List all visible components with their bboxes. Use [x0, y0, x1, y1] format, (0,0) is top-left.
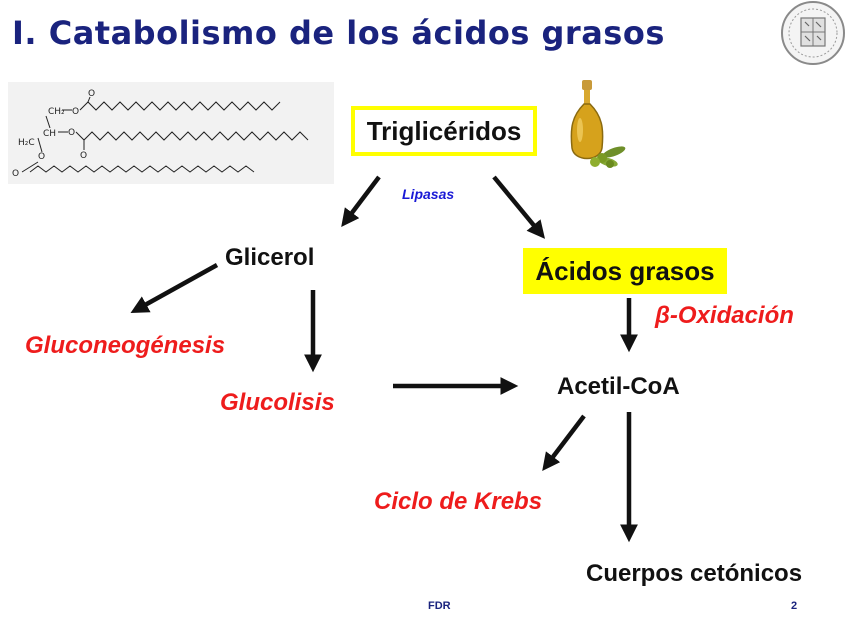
ch-label: CH [43, 129, 56, 139]
arrow-tri-to-glicerol [341, 175, 381, 228]
h2c-label: H₂C [18, 138, 35, 148]
node-acetil-coa: Acetil-CoA [557, 373, 680, 400]
footer-author: FDR [428, 600, 451, 612]
arrow-tri-to-acidos [492, 175, 546, 239]
label-beta-oxidacion: β-Oxidación [655, 302, 794, 329]
svg-text:O: O [72, 107, 79, 117]
node-acidos-grasos: Ácidos grasos [523, 248, 727, 294]
triglyceride-structure-image: CH₂ CH H₂C O O O O O O [8, 82, 334, 184]
svg-text:O: O [38, 152, 45, 162]
node-glucolisis: Glucolisis [220, 389, 335, 416]
node-glicerol: Glicerol [225, 244, 315, 271]
svg-text:O: O [88, 89, 95, 99]
slide-title: I. Catabolismo de los ácidos grasos [12, 14, 665, 52]
svg-text:O: O [68, 128, 75, 138]
university-seal-icon [781, 1, 845, 65]
label-lipasas: Lipasas [402, 186, 455, 202]
node-cuerpos-cetonicos: Cuerpos cetónicos [586, 560, 803, 587]
arrow-acetilcoa-to-krebs [542, 414, 586, 472]
svg-text:O: O [80, 151, 87, 161]
node-gluconeogenesis: Gluconeogénesis [25, 332, 226, 359]
ch2-label: CH₂ [48, 107, 65, 117]
svg-text:O: O [12, 169, 19, 179]
olive-oil-bottle-icon [570, 80, 626, 168]
arrow-glicerol-to-gluconeogenesis [130, 263, 219, 314]
node-trigliceridos: Triglicéridos [351, 106, 537, 156]
node-ciclo-krebs: Ciclo de Krebs [374, 488, 543, 515]
page-number: 2 [791, 600, 798, 612]
